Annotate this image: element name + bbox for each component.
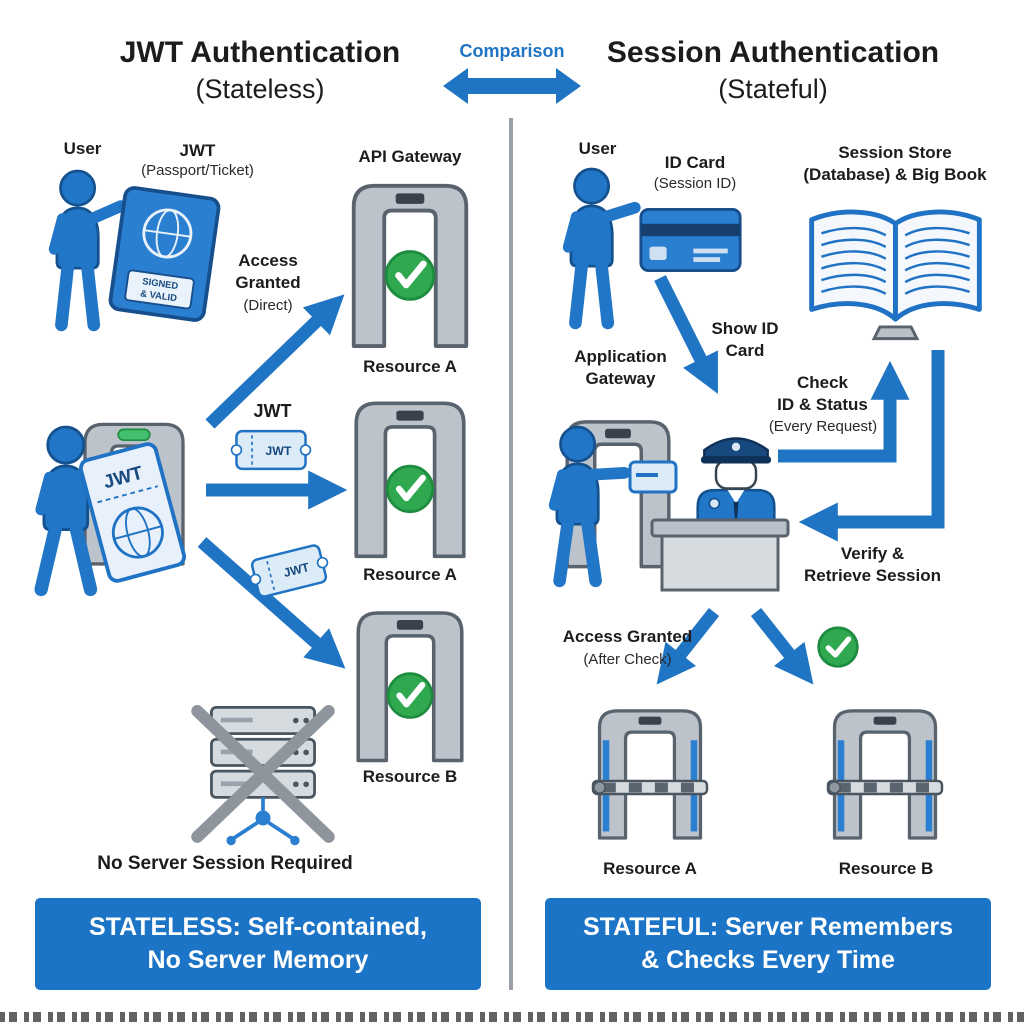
session-store-title: Session Store — [838, 143, 952, 162]
stateful-banner-line1: STATEFUL: Server Remembers — [582, 913, 954, 941]
user-figure-icon — [48, 169, 127, 332]
gateway-check-icon — [354, 401, 466, 559]
session-store-book-icon — [809, 209, 982, 341]
barrier-gate-icon — [591, 709, 709, 840]
check-id-line3: (Every Request) — [768, 418, 878, 435]
arrow-verify-retrieve-icon — [798, 350, 945, 542]
arrow-check-id-icon — [778, 360, 910, 463]
crossed-server-icon — [191, 705, 335, 846]
id-card-subtitle: (Session ID) — [653, 175, 737, 192]
jwt-arrow-label: JWT — [253, 401, 292, 421]
check-badge-icon — [817, 626, 859, 668]
arrow-grant-resource-a-icon — [656, 607, 720, 685]
jwt-ticket-icon: JWT — [230, 429, 312, 471]
no-server-label: No Server Session Required — [97, 853, 353, 874]
arrow-grant-resource-b-icon — [750, 607, 814, 685]
jwt-credential-title: JWT — [179, 141, 216, 160]
security-guard-icon — [696, 437, 776, 525]
center-divider — [509, 118, 513, 990]
left-user-label: User — [63, 139, 102, 158]
passport-icon: SIGNED & VALID — [108, 186, 221, 322]
check-id-line1: Check — [796, 373, 849, 392]
comparison-double-arrow-icon — [443, 68, 581, 104]
gateway-check-icon — [351, 183, 469, 348]
access-granted-after-title: Access Granted — [562, 627, 693, 646]
access-granted-direct-subtitle: (Direct) — [243, 297, 293, 314]
jwt-ticket-icon: JWT — [249, 544, 329, 598]
comparison-label: Comparison — [459, 41, 565, 61]
held-jwt-ticket-icon: JWT — [78, 442, 187, 583]
resource-a-right-label: Resource A — [603, 859, 697, 878]
right-subtitle: (Stateful) — [718, 74, 828, 104]
cropped-text-strip — [0, 1012, 1024, 1022]
stateless-banner-line2: No Server Memory — [147, 946, 369, 974]
resource-b-label: Resource B — [362, 767, 458, 786]
presenting-user-figure-icon — [548, 425, 631, 588]
left-subtitle: (Stateless) — [195, 74, 325, 104]
application-gateway-line1: Application — [574, 347, 667, 366]
access-granted-direct-title: Access Granted — [235, 251, 301, 292]
passport-text-line2: & VALID — [140, 287, 178, 303]
resource-a-top-label: Resource A — [363, 357, 457, 376]
right-user-label: User — [578, 139, 617, 158]
api-gateway-label: API Gateway — [358, 147, 462, 166]
guard-desk-icon — [650, 518, 790, 592]
show-id-line2: Card — [725, 341, 765, 360]
resource-b-right-label: Resource B — [838, 859, 934, 878]
id-card-title: ID Card — [664, 153, 726, 172]
id-card-icon — [639, 208, 742, 272]
stateless-banner: STATELESS: Self-contained, No Server Mem… — [35, 898, 481, 990]
right-title: Session Authentication — [606, 36, 940, 69]
session-store-subtitle: (Database) & Big Book — [803, 165, 987, 184]
show-id-line1: Show ID — [711, 319, 779, 338]
stateful-banner-line2: & Checks Every Time — [641, 946, 895, 974]
application-gateway-line2: Gateway — [585, 369, 656, 388]
barrier-gate-icon — [826, 709, 944, 840]
arrow-show-id-icon — [654, 275, 718, 394]
arrow-access-direct-icon — [205, 294, 345, 429]
stateless-banner-line1: STATELESS: Self-contained, — [89, 913, 427, 941]
user-figure-icon — [562, 167, 641, 330]
left-title: JWT Authentication — [119, 36, 401, 69]
ticket2-text: JWT — [282, 560, 311, 580]
passport-text-line1: SIGNED — [142, 275, 179, 291]
jwt-credential-subtitle: (Passport/Ticket) — [141, 162, 254, 179]
resource-a-mid-label: Resource A — [363, 565, 457, 584]
gateway-check-icon — [356, 611, 464, 763]
check-id-line2: ID & Status — [777, 395, 868, 414]
stateful-banner: STATEFUL: Server Remembers & Checks Ever… — [545, 898, 991, 990]
verify-line1: Verify & — [840, 544, 905, 563]
access-granted-after-subtitle: (After Check) — [583, 651, 672, 668]
verify-line2: Retrieve Session — [803, 566, 941, 585]
ticket1-text: JWT — [265, 444, 291, 458]
handed-card-icon — [628, 460, 678, 494]
